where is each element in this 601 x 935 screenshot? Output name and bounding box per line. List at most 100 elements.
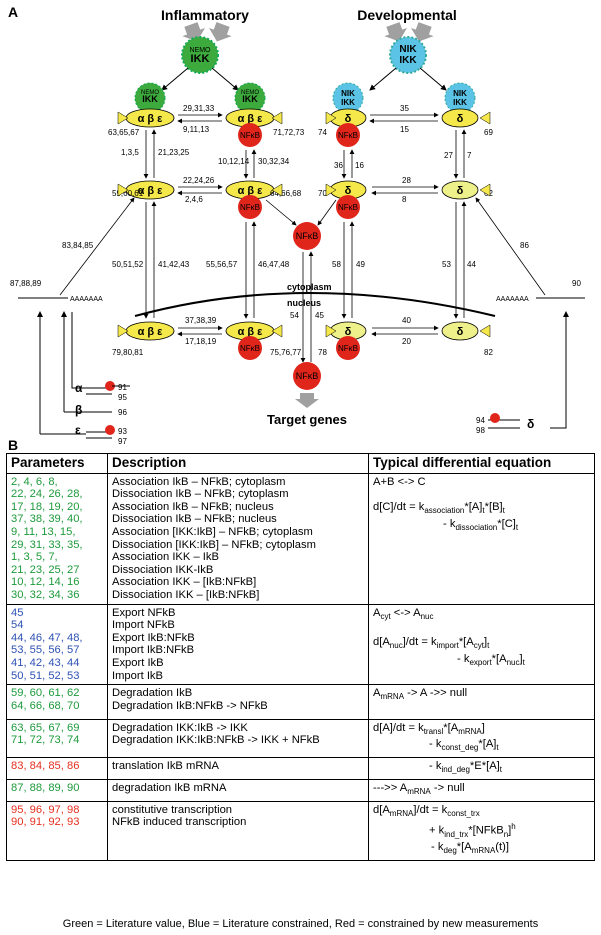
- svg-text:37,38,39: 37,38,39: [185, 316, 217, 325]
- params-cell: 87, 88, 89, 90: [6, 779, 108, 802]
- nfkb-free-nuc: NFκB: [293, 362, 321, 390]
- svg-text:δ: δ: [457, 113, 464, 125]
- svg-text:NEMO: NEMO: [141, 90, 159, 96]
- gene-delta: δ: [488, 413, 534, 431]
- param-list: 37, 38, 39, 40,: [11, 513, 83, 526]
- param-description: Association IKK – [IkB:NFkB]: [112, 576, 257, 589]
- svg-text:91: 91: [118, 383, 127, 392]
- svg-text:AAAAAAA: AAAAAAA: [496, 296, 529, 303]
- param-list: 2, 4, 6, 8,: [11, 475, 58, 488]
- svg-text:59,60,61: 59,60,61: [112, 189, 144, 198]
- svg-text:IKK: IKK: [142, 94, 158, 104]
- svg-text:IKK: IKK: [399, 55, 417, 66]
- equation-cell: d[A]/dt = ktransl*[AmRNA]- kconst_deg*[A…: [368, 718, 595, 758]
- svg-text:95: 95: [118, 393, 127, 402]
- svg-text:71,72,73: 71,72,73: [273, 128, 305, 137]
- param-list: 83, 84, 85, 86: [11, 760, 80, 773]
- svg-text:α β ε: α β ε: [138, 113, 164, 125]
- svg-text:NEMO: NEMO: [190, 47, 212, 54]
- delta-free-cyt: δ: [441, 180, 479, 200]
- nucleus-label: nucleus: [287, 298, 321, 308]
- target-genes-label: Target genes: [267, 412, 347, 427]
- param-description: Association IKK – IkB: [112, 551, 219, 564]
- target-arrow: [295, 393, 319, 408]
- svg-text:55,56,57: 55,56,57: [206, 260, 238, 269]
- param-list: 30, 32, 34, 36: [11, 588, 80, 601]
- svg-text:δ: δ: [457, 185, 464, 197]
- svg-text:α β ε: α β ε: [238, 326, 264, 338]
- param-description: Degradation IKK:IkB:NFkB -> IKK + NFkB: [112, 734, 320, 747]
- svg-text:IKK: IKK: [191, 53, 210, 65]
- svg-text:93: 93: [118, 427, 127, 436]
- gene-beta: β: [75, 403, 112, 417]
- svg-text:70: 70: [318, 189, 327, 198]
- param-description: Degradation IkB: [112, 687, 193, 700]
- param-list: 10, 12, 14, 16: [11, 576, 80, 589]
- param-description: Import NFkB: [112, 619, 175, 632]
- svg-text:82: 82: [484, 348, 493, 357]
- param-list: 44, 46, 47, 48,: [11, 631, 83, 644]
- equation-cell: A+B <-> C d[C]/dt = kassociation*[A]t*[B…: [368, 473, 595, 605]
- svg-text:9,11,13: 9,11,13: [183, 125, 210, 134]
- param-list: 90, 91, 92, 93: [11, 816, 80, 829]
- svg-text:δ: δ: [527, 417, 534, 431]
- svg-text:15: 15: [400, 125, 409, 134]
- svg-text:98: 98: [476, 426, 485, 435]
- nik-ikk-delta-nfkb-complex: NIK IKK δ NFκB: [329, 82, 367, 147]
- param-description: Dissociation IkB – NFkB; cytoplasm: [112, 488, 289, 501]
- abe-free-nuc: α β ε: [125, 321, 175, 341]
- table-row-group: 2, 4, 6, 8,22, 24, 26, 28,17, 18, 19, 20…: [6, 473, 595, 605]
- svg-text:β: β: [75, 403, 82, 417]
- nuclear-membrane: [134, 292, 496, 317]
- color-legend: Green = Literature value, Blue = Literat…: [62, 918, 539, 930]
- delta-free-nuc: δ: [441, 321, 479, 341]
- svg-text:NIK: NIK: [341, 89, 355, 98]
- equilibrium-arrows: [59, 112, 546, 363]
- delta-nfkb-cyt: δ NFκB: [329, 180, 367, 219]
- param-list: 95, 96, 97, 98: [11, 803, 80, 816]
- svg-text:NFκB: NFκB: [240, 203, 260, 212]
- svg-text:36: 36: [334, 161, 343, 170]
- svg-text:IKK: IKK: [242, 94, 258, 104]
- svg-text:90: 90: [572, 279, 581, 288]
- param-description: translation IkB mRNA: [112, 760, 219, 773]
- svg-text:NIK: NIK: [453, 89, 467, 98]
- svg-text:44: 44: [467, 260, 476, 269]
- svg-text:40: 40: [402, 316, 411, 325]
- svg-text:35: 35: [400, 104, 409, 113]
- svg-text:20: 20: [402, 337, 411, 346]
- svg-text:83,84,85: 83,84,85: [62, 241, 94, 250]
- param-list: 54: [11, 619, 24, 632]
- svg-text:94: 94: [476, 416, 485, 425]
- svg-text:69: 69: [484, 128, 493, 137]
- svg-text:79,80,81: 79,80,81: [112, 348, 144, 357]
- svg-text:NFκB: NFκB: [296, 371, 319, 381]
- svg-text:NIK: NIK: [399, 44, 417, 55]
- delta-nfkb-nuc: δ NFκB: [329, 321, 367, 360]
- param-list: 29, 31, 33, 35,: [11, 538, 83, 551]
- param-list: 21, 23, 25, 27: [11, 563, 80, 576]
- param-description: Import IkB: [112, 669, 163, 682]
- svg-text:NFκB: NFκB: [240, 344, 260, 353]
- parameter-table: Parameters Description Typical different…: [6, 453, 595, 862]
- param-description: constitutive transcription: [112, 803, 233, 816]
- param-description: Dissociation IKK-IkB: [112, 563, 214, 576]
- abe-nfkb-nuc: α β ε NFκB: [225, 321, 275, 360]
- svg-text:NFκB: NFκB: [296, 231, 319, 241]
- inflammatory-title: Inflammatory: [161, 7, 249, 23]
- description-cell: translation IkB mRNA: [107, 757, 369, 780]
- param-list: 53, 55, 56, 57: [11, 644, 80, 657]
- svg-text:NFκB: NFκB: [338, 203, 358, 212]
- param-list: 41, 42, 43, 44: [11, 656, 80, 669]
